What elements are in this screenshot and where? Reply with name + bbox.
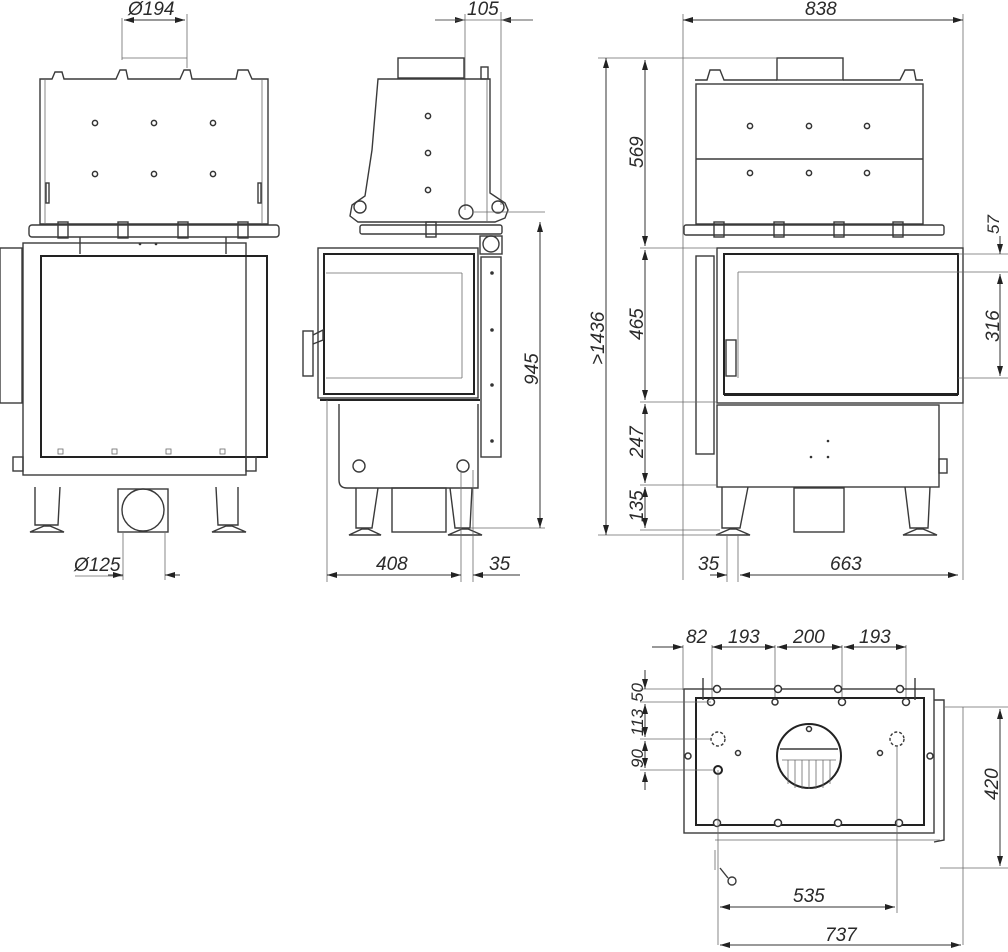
front-view: Ø194: [0, 0, 280, 580]
dim-top-v1: 50: [628, 683, 647, 702]
dim-corner-width: 838: [805, 0, 837, 20]
dim-top-v2: 113: [628, 708, 647, 736]
dim-side-height: 945: [522, 353, 543, 385]
dim-top-h1: 82: [686, 627, 708, 648]
dim-side-top-offset: 105: [467, 0, 499, 20]
top-flue-circle: [776, 723, 842, 789]
dim-corner-side-glass-height: 316: [983, 310, 1004, 342]
dim-top-overall-width: 737: [825, 925, 858, 946]
dim-air-inlet-diameter: Ø125: [73, 555, 121, 576]
top-view: 82 193 200 193: [628, 627, 1008, 948]
dim-side-leg-offset: 35: [489, 554, 511, 575]
front-bolt-grid: [91, 119, 217, 178]
dim-top-depth: 420: [982, 768, 1003, 800]
dim-corner-glass-section: 465: [627, 308, 648, 340]
dim-top-v3: 90: [628, 749, 647, 768]
dim-flue-diameter: Ø194: [127, 0, 174, 20]
side-view: 105: [302, 0, 545, 582]
dim-corner-top-section: 569: [627, 136, 648, 168]
front-bottom-clips: [57, 448, 226, 455]
dim-top-inner-width: 535: [793, 886, 825, 907]
dim-top-h4: 193: [859, 627, 891, 648]
dim-corner-bottom-offset: 35: [698, 554, 720, 575]
dim-corner-lower-section: 247: [627, 425, 648, 459]
dim-corner-legs: 135: [627, 490, 648, 522]
dim-side-depth: 408: [376, 554, 408, 575]
corner-view: 838 >1436: [588, 0, 1008, 582]
dim-corner-overall-height: >1436: [588, 311, 609, 365]
dim-top-h2: 193: [728, 627, 760, 648]
dim-corner-bottom-width: 663: [830, 554, 862, 575]
dim-corner-right-top-gap: 57: [984, 215, 1003, 234]
dim-top-h3: 200: [792, 627, 825, 648]
